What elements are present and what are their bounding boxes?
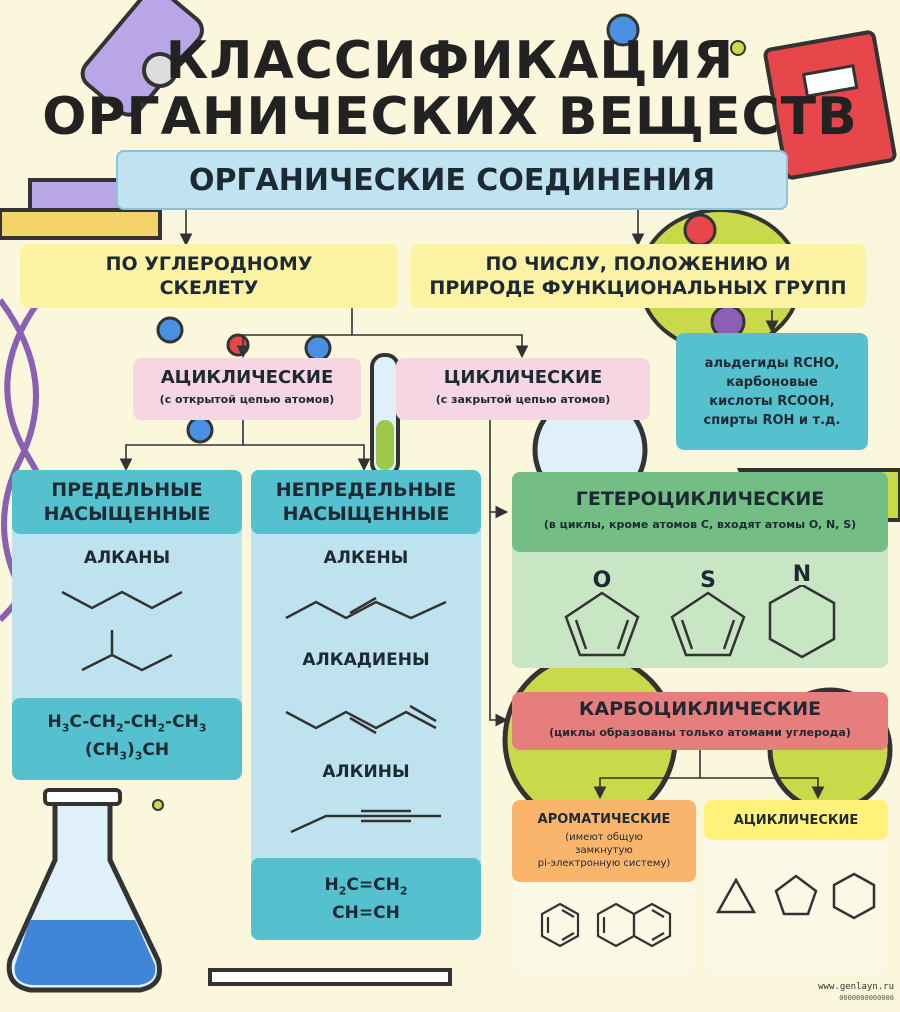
aromatic-header: АРОМАТИЧЕСКИЕ (имеют общую замкнутую pi-… <box>512 800 696 882</box>
alkane-structures <box>61 590 183 672</box>
saturated-line2: НАСЫЩЕННЫЕ <box>43 503 211 525</box>
notebook-illustration <box>763 30 897 180</box>
main-title-line1: КЛАССИФИКАЦИЯ <box>165 31 735 91</box>
functional-example-4: спирты ROH и т.д. <box>703 412 841 428</box>
functional-example-2: карбоновые <box>726 374 818 390</box>
aromatic-section: АРОМАТИЧЕСКИЕ (имеют общую замкнутую pi-… <box>512 800 696 972</box>
unsaturated-line1: НЕПРЕДЕЛЬНЫЕ <box>275 479 457 501</box>
alkadienes-label: АЛКАДИЕНЫ <box>302 650 430 670</box>
microscope-illustration <box>0 0 204 240</box>
unsaturated-formulas: H2C=CH2 CH=CH <box>251 858 481 940</box>
alicyclic-section: АЦИКЛИЧЕСКИЕ <box>704 800 888 972</box>
heterocyclic-sub: (в циклы, кроме атомов С, входят атомы O… <box>543 518 857 531</box>
cyclic-box: ЦИКЛИЧЕСКИЕ (с закрытой цепью атомов) <box>396 358 650 420</box>
alkenes-label: АЛКЕНЫ <box>323 548 409 568</box>
functional-example-1: альдегиды RCHO, <box>704 355 840 371</box>
alkene-structure <box>285 596 447 620</box>
alkane-formula-2: (CH3)3CH <box>84 740 170 763</box>
alkyne-structure <box>290 809 441 834</box>
alkadiene-structure <box>285 704 437 735</box>
alkanes-label: АЛКАНЫ <box>83 548 171 568</box>
by-functional-groups-box: ПО ЧИСЛУ, ПОЛОЖЕНИЮ И ПРИРОДЕ ФУНКЦИОНАЛ… <box>410 244 866 308</box>
aromatic-sub-2: замкнутую <box>575 845 633 856</box>
functional-groups-examples: альдегиды RCHO, карбоновые кислоты RCOOH… <box>676 333 868 450</box>
saturated-header: ПРЕДЕЛЬНЫЕ НАСЫЩЕННЫЕ <box>12 470 242 534</box>
unsaturated-column: НЕПРЕДЕЛЬНЫЕ НАСЫЩЕННЫЕ АЛКЕНЫ АЛКАДИЕНЫ… <box>251 470 481 940</box>
heterocycle-structures: O S N <box>564 561 836 659</box>
saturated-column: ПРЕДЕЛЬНЫЕ НАСЫЩЕННЫЕ АЛКАНЫ H3C-CH2-CH2… <box>12 470 242 780</box>
unsaturated-header: НЕПРЕДЕЛЬНЫЕ НАСЫЩЕННЫЕ <box>251 470 481 534</box>
heterocyclic-header: ГЕТЕРОЦИКЛИЧЕСКИЕ (в циклы, кроме атомов… <box>512 472 888 552</box>
acyclic-box: АЦИКЛИЧЕСКИЕ (с открытой цепью атомов) <box>133 358 361 420</box>
footer-code: 0000000000000 <box>839 994 894 1002</box>
carbocyclic-box: КАРБОЦИКЛИЧЕСКИЕ (циклы образованы тольк… <box>512 692 888 750</box>
by-carbon-skeleton-line1: ПО УГЛЕРОДНОМУ <box>105 253 313 275</box>
alkene-formula: H2C=CH2 <box>324 874 408 898</box>
unsaturated-line2: НАСЫЩЕННЫЕ <box>282 503 450 525</box>
aromatic-structures <box>540 902 672 948</box>
by-functional-groups-line1: ПО ЧИСЛУ, ПОЛОЖЕНИЮ И <box>485 253 791 275</box>
alkynes-label: АЛКИНЫ <box>322 762 410 782</box>
acyclic-label: АЦИКЛИЧЕСКИЕ <box>160 367 334 388</box>
cyclic-label: ЦИКЛИЧЕСКИЕ <box>443 367 603 388</box>
main-title-line2: ОРГАНИЧЕСКИХ ВЕЩЕСТВ <box>42 87 858 147</box>
by-carbon-skeleton-box: ПО УГЛЕРОДНОМУ СКЕЛЕТУ <box>20 244 398 308</box>
alkyne-formula: CH=CH <box>332 903 400 924</box>
heterocyclic-label: ГЕТЕРОЦИКЛИЧЕСКИЕ <box>575 488 825 510</box>
aromatic-label: АРОМАТИЧЕСКИЕ <box>537 812 671 827</box>
by-carbon-skeleton-line2: СКЕЛЕТУ <box>159 277 259 299</box>
aromatic-sub-3: pi-электронную систему) <box>537 858 671 869</box>
alicyclic-label: АЦИКЛИЧЕСКИЕ <box>704 800 888 840</box>
acyclic-sub: (с открытой цепью атомов) <box>159 393 335 406</box>
flask-illustration <box>6 788 162 993</box>
alkane-formula-1: H3C-CH2-CH2-CH3 <box>47 711 207 734</box>
alkane-formulas: H3C-CH2-CH2-CH3 (CH3)3CH <box>12 698 242 780</box>
sulfur-atom: S <box>700 568 716 593</box>
by-functional-groups-line2: ПРИРОДЕ ФУНКЦИОНАЛЬНЫХ ГРУПП <box>429 277 847 299</box>
carbocyclic-sub: (циклы образованы только атомами углерод… <box>549 726 851 739</box>
saturated-line1: ПРЕДЕЛЬНЫЕ <box>51 479 203 501</box>
root-organic-compounds: ОРГАНИЧЕСКИЕ СОЕДИНЕНИЯ <box>116 150 788 210</box>
footer-site: www.genlayn.ru <box>818 982 894 992</box>
heterocyclic-section: ГЕТЕРОЦИКЛИЧЕСКИЕ (в циклы, кроме атомов… <box>512 472 888 668</box>
alicyclic-structures <box>715 872 876 920</box>
functional-example-3: кислоты RCOOH, <box>709 393 835 409</box>
nitrogen-atom: N <box>793 562 811 587</box>
aromatic-sub-1: (имеют общую <box>565 832 643 843</box>
carbocyclic-label: КАРБОЦИКЛИЧЕСКИЕ <box>578 698 822 720</box>
oxygen-atom: O <box>593 568 612 593</box>
cyclic-sub: (с закрытой цепью атомов) <box>435 393 611 406</box>
